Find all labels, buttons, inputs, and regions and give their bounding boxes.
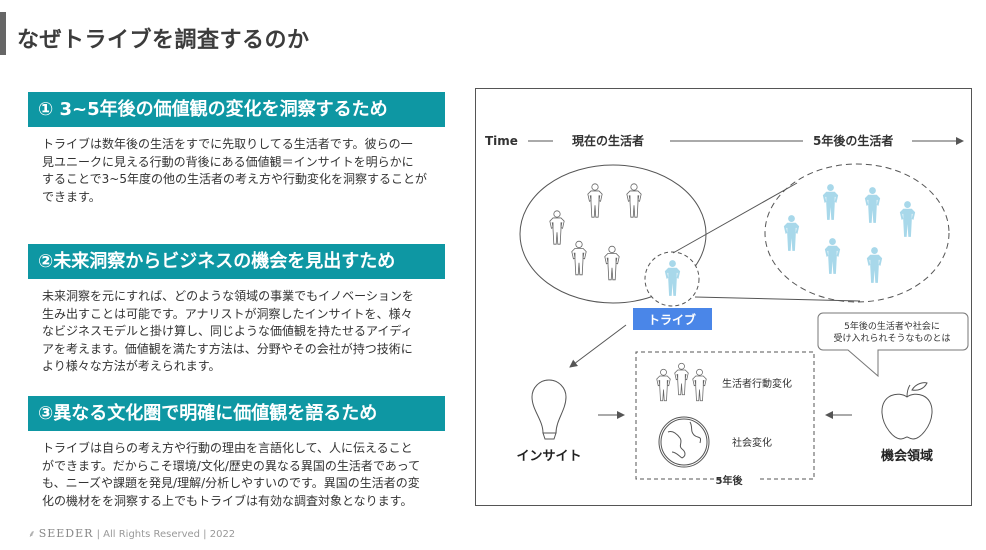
text-line: トライブは数年後の生活をすでに先取りしてる生活者です。彼らの一 (42, 137, 413, 151)
lightbulb-icon (531, 379, 567, 440)
text-line: 化の機材をを洞察する上でもトライブは有効な調査対象となります。 (42, 493, 413, 508)
title-accent-bar (0, 12, 6, 55)
people-group-icon (656, 362, 707, 402)
text-line: アを考えます。価値観を満たす方法は、分野やその会社が持つ技術に (42, 341, 413, 356)
section-2-heading: ②未来洞察からビジネスの機会を見出すため (28, 244, 445, 279)
future-group-ellipse (764, 163, 950, 303)
future-people-icons (664, 184, 916, 296)
page-title: なぜトライブを調査するのか (17, 28, 310, 53)
behavior-change-label: 生活者行動変化 (722, 377, 792, 390)
section-3-body: トライブは自らの考え方や行動の理由を言語化して、人に伝えること ができます。だか… (42, 440, 442, 510)
five-years-label: 5年後 (716, 474, 744, 487)
section-2-body: 未来洞察を元にすれば、どのような領域の事業でもイノベーションを 生み出すことは可… (42, 288, 442, 376)
text-line: することで3~5年度の他の生活者の考え方や行動変化を洞察することが (42, 172, 427, 186)
insight-label: インサイト (516, 449, 581, 464)
bubble-line: 受け入れられそうなものとは (833, 332, 950, 344)
present-label: 現在の生活者 (572, 133, 644, 148)
bubble-line: 5年後の生活者や社会に (844, 320, 940, 332)
footer-rights: | All Rights Reserved | 2022 (96, 529, 236, 540)
opportunity-label: 機会領域 (881, 448, 933, 464)
text-line: できます。 (42, 189, 101, 204)
present-people-icons (549, 183, 642, 281)
footer: ⸙ SEEDER | All Rights Reserved | 2022 (28, 526, 235, 540)
society-change-label: 社会変化 (732, 436, 772, 449)
speech-bubble (817, 312, 969, 378)
text-line: 生み出すことは可能です。アナリストが洞察したインサイトを、様々 (42, 306, 413, 321)
text-line: 見ユニークに見える行動の背後にある価値観＝インサイトを明らかに (42, 154, 414, 169)
section-3-heading: ③異なる文化圏で明確に価値観を語るため (28, 396, 445, 431)
section-1-body: トライブは数年後の生活をすでに先取りしてる生活者です。彼らの一 見ユニークに見え… (42, 136, 442, 206)
text-line: 未来洞察を元にすれば、どのような領域の事業でもイノベーションを (42, 289, 414, 303)
five-years-box (635, 351, 815, 480)
future-label: 5年後の生活者 (813, 133, 893, 148)
text-line: も、ニーズや課題を発見/理解/分析しやすいのです。異国の生活者の変 (42, 476, 420, 490)
text-line: トライブは自らの考え方や行動の理由を言語化して、人に伝えること (42, 441, 413, 455)
tribe-badge (633, 308, 712, 330)
tribe-label: トライブ (648, 312, 696, 327)
time-label: Time (485, 134, 518, 148)
text-line: なビジネスモデルと掛け算し、同じような価値観を持たせるアイディ (42, 324, 413, 338)
footer-brand: SEEDER (38, 527, 94, 540)
globe-icon (658, 416, 710, 468)
section-1-heading: ① 3~5年後の価値観の変化を洞察するため (28, 92, 445, 127)
text-line: ができます。だからこそ環境/文化/歴史の異なる異国の生活者であって (42, 458, 421, 473)
tribe-diagram: Time 現在の生活者 5年後の生活者 トライブ インサイト 5年後 生活者行動… (475, 88, 972, 506)
seeder-logo-icon: ⸙ (28, 529, 36, 540)
text-line: より様々な方法が考えられます。 (42, 359, 221, 373)
apple-icon (881, 382, 933, 440)
